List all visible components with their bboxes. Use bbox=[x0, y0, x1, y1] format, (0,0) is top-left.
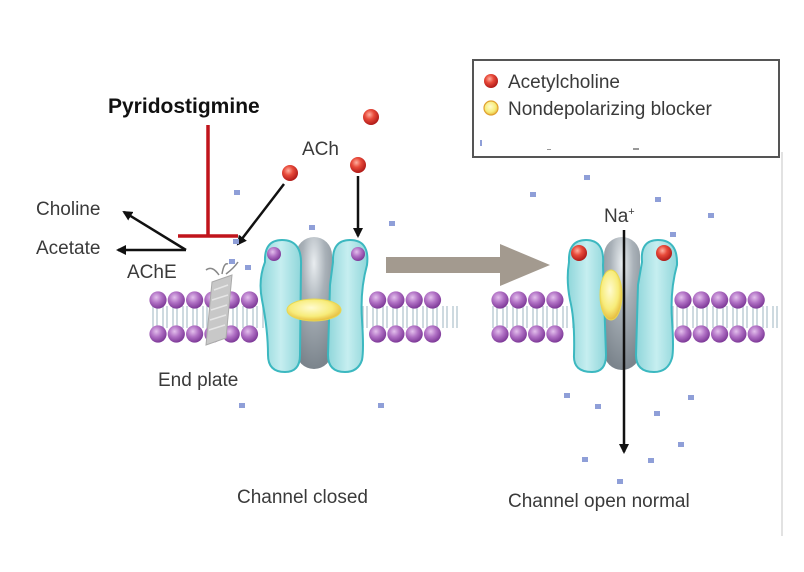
lipid-head bbox=[692, 291, 710, 309]
lipid-head bbox=[674, 325, 692, 343]
legend-label-blocker: Nondepolarizing blocker bbox=[508, 99, 713, 120]
acetylcholine-bound bbox=[571, 245, 587, 261]
legend: Acetylcholine Nondepolarizing blocker bbox=[472, 59, 780, 158]
lipid-head bbox=[167, 291, 185, 309]
sodium-label: Na+ bbox=[604, 206, 635, 227]
lipid-head bbox=[240, 325, 259, 343]
ion-dot bbox=[648, 458, 654, 463]
binding-site bbox=[267, 247, 281, 261]
lipid-head bbox=[747, 325, 765, 343]
acetylcholine-molecule bbox=[363, 109, 379, 125]
ion-dot bbox=[245, 265, 251, 270]
channel-subunit bbox=[566, 238, 608, 374]
legend-label-acetylcholine: Acetylcholine bbox=[508, 72, 620, 93]
lipid-head bbox=[405, 325, 423, 343]
lipid-head bbox=[186, 291, 204, 309]
ion-dot bbox=[233, 239, 239, 244]
lipid-head bbox=[240, 291, 259, 309]
acetate-label: Acetate bbox=[36, 238, 100, 259]
ion-dot bbox=[670, 232, 676, 237]
channel-open-label: Channel open normal bbox=[508, 491, 690, 512]
lipid-head bbox=[711, 291, 729, 309]
lipid-head bbox=[186, 325, 204, 343]
ion-dot bbox=[234, 190, 240, 195]
hydrolysis-arrows bbox=[116, 210, 187, 255]
lipid-head bbox=[692, 325, 710, 343]
lipid-head bbox=[405, 291, 423, 309]
lipid-head bbox=[546, 325, 564, 343]
ion-dot bbox=[309, 225, 315, 230]
ach-label: ACh bbox=[302, 139, 339, 160]
legend-fragment bbox=[633, 148, 639, 150]
legend-fragment bbox=[480, 140, 482, 146]
blocker-molecule bbox=[286, 298, 342, 322]
ion-dot bbox=[582, 457, 588, 462]
end-plate-label: End plate bbox=[158, 370, 238, 391]
ion-dot bbox=[378, 403, 384, 408]
lipid-head bbox=[149, 325, 167, 343]
lipid-head bbox=[528, 325, 546, 343]
lipid-head bbox=[747, 291, 765, 309]
choline-label: Choline bbox=[36, 199, 100, 220]
lipid-head bbox=[711, 325, 729, 343]
channel-closed-label: Channel closed bbox=[237, 487, 368, 508]
ion-dot bbox=[678, 442, 684, 447]
sodium-ions bbox=[229, 175, 714, 484]
ion-dot bbox=[595, 404, 601, 409]
ion-dot bbox=[688, 395, 694, 400]
acetylcholine-molecule bbox=[350, 157, 366, 173]
channel-subunit bbox=[259, 238, 303, 374]
binding-site bbox=[351, 247, 365, 261]
lipid-head bbox=[729, 325, 747, 343]
ion-dot bbox=[617, 479, 623, 484]
channel-open bbox=[566, 230, 679, 454]
lipid-head bbox=[491, 325, 509, 343]
ion-dot bbox=[584, 175, 590, 180]
lipid-head bbox=[149, 291, 167, 309]
lipid-head bbox=[423, 291, 442, 309]
ion-dot bbox=[229, 259, 235, 264]
inhibition-symbol bbox=[178, 125, 238, 238]
legend-fragment bbox=[547, 149, 551, 150]
lipid-head bbox=[491, 291, 509, 309]
lipid-head bbox=[387, 325, 405, 343]
ach-to-ache-arrow bbox=[236, 183, 285, 246]
lipid-head bbox=[167, 325, 185, 343]
lipid-head bbox=[509, 325, 527, 343]
ion-dot bbox=[530, 192, 536, 197]
legend-border bbox=[472, 59, 780, 158]
drug-name: Pyridostigmine bbox=[108, 95, 260, 118]
channel-subunit bbox=[326, 238, 369, 374]
acetylcholine-molecule bbox=[282, 165, 298, 181]
ion-dot bbox=[655, 197, 661, 202]
lipid-head bbox=[423, 325, 442, 343]
channel-subunit bbox=[634, 238, 679, 374]
lipid-head bbox=[729, 291, 747, 309]
ion-dot bbox=[564, 393, 570, 398]
ion-dot bbox=[708, 213, 714, 218]
ion-dot bbox=[239, 403, 245, 408]
ion-dot bbox=[654, 411, 660, 416]
transition-arrow bbox=[386, 244, 550, 286]
acetylcholine-bound bbox=[656, 245, 672, 261]
choline-arrow bbox=[122, 210, 187, 252]
ache-enzyme bbox=[205, 261, 239, 346]
lipid-head bbox=[369, 325, 387, 343]
lipid-head bbox=[528, 291, 546, 309]
acetylcholine-legend-icon bbox=[484, 74, 498, 88]
blocker-molecule bbox=[599, 269, 623, 321]
blocker-legend-icon bbox=[483, 100, 499, 116]
lipid-head bbox=[509, 291, 527, 309]
lipid-head bbox=[369, 291, 387, 309]
ache-label: AChE bbox=[127, 262, 177, 283]
channel-closed bbox=[259, 237, 369, 374]
ion-dot bbox=[389, 221, 395, 226]
lipid-head bbox=[546, 291, 564, 309]
lipid-head bbox=[674, 291, 692, 309]
lipid-head bbox=[387, 291, 405, 309]
